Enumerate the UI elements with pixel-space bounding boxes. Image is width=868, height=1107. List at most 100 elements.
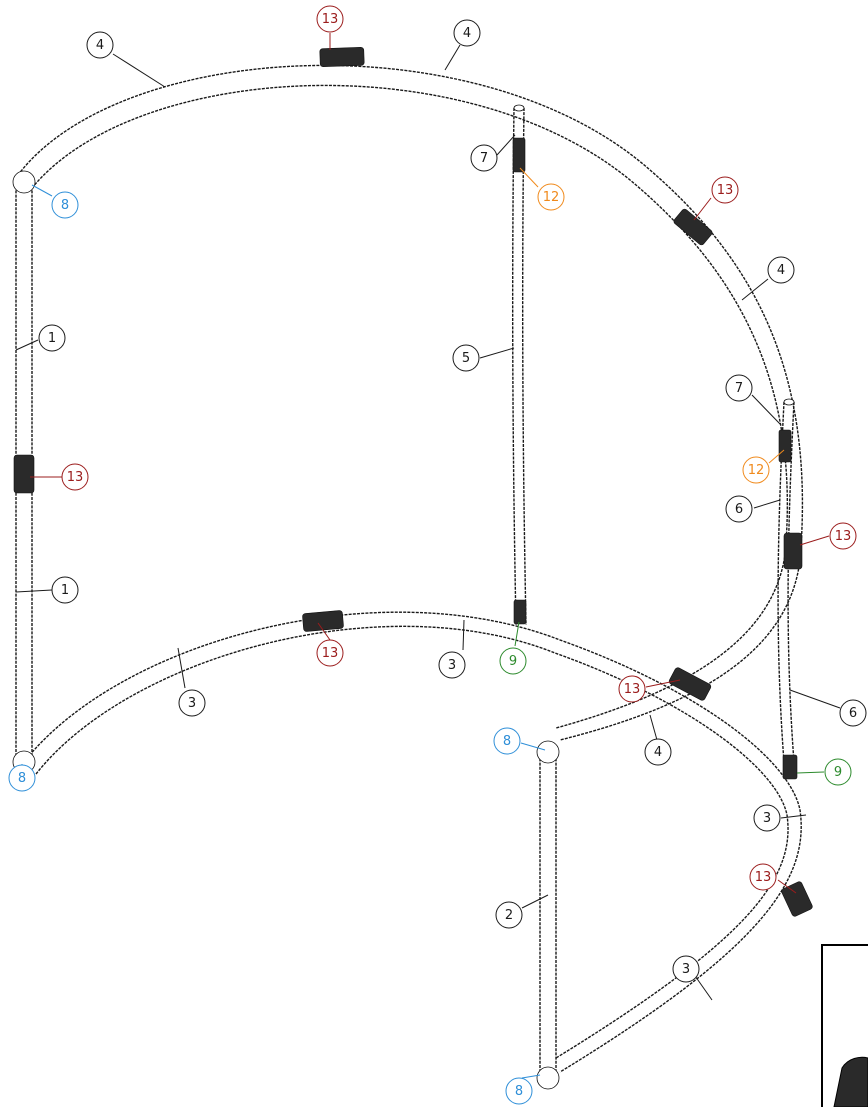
connector-13-left	[13, 454, 35, 494]
connector-13-lower-right	[781, 881, 813, 917]
callout-circle	[8, 764, 36, 792]
callout-label: 13	[322, 12, 339, 27]
callout-label: 13	[322, 646, 339, 661]
callout-balloon-13: 13	[316, 5, 344, 33]
callout-balloon-12: 12	[537, 183, 565, 211]
callout-label: 4	[654, 745, 662, 760]
callout-circle	[178, 689, 206, 717]
callout-balloon-3: 3	[672, 955, 700, 983]
callout-circle	[725, 374, 753, 402]
tube-top-arc	[17, 64, 804, 741]
connector-13-right	[783, 532, 803, 570]
connectors	[12, 47, 813, 1090]
callout-label: 3	[763, 811, 771, 826]
callout-balloon-12: 12	[742, 456, 770, 484]
callout-label: 6	[849, 706, 857, 721]
callout-circle	[749, 863, 777, 891]
joint-8-top-left	[12, 170, 36, 194]
callout-balloon-4: 4	[86, 31, 114, 59]
callout-label: 7	[735, 381, 743, 396]
joint-8-front-bottom	[536, 1066, 560, 1090]
callout-label: 1	[61, 583, 69, 598]
callout-label: 8	[18, 771, 26, 786]
callout-label: 3	[188, 696, 196, 711]
connector-12-right	[778, 429, 792, 463]
callout-balloon-6: 6	[839, 699, 867, 727]
callout-balloon-1: 1	[38, 324, 66, 352]
callout-circle	[725, 495, 753, 523]
callout-balloon-6: 6	[725, 495, 753, 523]
connector-13-upper-right	[673, 208, 713, 246]
callout-label: 12	[748, 463, 765, 478]
callout-circle	[824, 758, 852, 786]
callout-label: 13	[624, 682, 641, 697]
callout-circle	[839, 699, 867, 727]
callout-balloon-9: 9	[824, 758, 852, 786]
callout-circle	[499, 647, 527, 675]
tube-front-post	[539, 750, 557, 1085]
callout-balloon-7: 7	[470, 144, 498, 172]
callout-balloon-8: 8	[493, 727, 521, 755]
callout-circle	[753, 804, 781, 832]
tube-bottom-arc	[23, 611, 802, 1073]
callout-circle	[767, 256, 795, 284]
callout-balloon-4: 4	[644, 738, 672, 766]
callout-label: 8	[61, 198, 69, 213]
callout-balloon-1: 1	[51, 576, 79, 604]
callout-circle	[672, 955, 700, 983]
inset-view	[821, 944, 868, 1107]
callout-label: 9	[834, 765, 842, 780]
callout-label: 13	[755, 870, 772, 885]
callout-circle	[61, 463, 89, 491]
callout-circle	[438, 651, 466, 679]
callout-balloon-2: 2	[495, 901, 523, 929]
tube-center-post	[511, 104, 527, 626]
connector-13-middle-right	[668, 667, 712, 701]
callout-circle	[38, 324, 66, 352]
callout-balloon-8: 8	[51, 191, 79, 219]
callout-circle	[537, 183, 565, 211]
callout-balloon-8: 8	[8, 764, 36, 792]
callout-circle	[618, 675, 646, 703]
callout-label: 2	[505, 908, 513, 923]
callout-label: 4	[463, 26, 471, 41]
callout-balloon-3: 3	[438, 651, 466, 679]
callout-label: 6	[735, 502, 743, 517]
callout-balloon-4: 4	[767, 256, 795, 284]
callout-circle	[495, 901, 523, 929]
connector-9-center	[513, 599, 527, 625]
callout-label: 5	[462, 351, 470, 366]
callout-label: 13	[67, 470, 84, 485]
callout-label: 3	[682, 962, 690, 977]
callout-circle	[86, 31, 114, 59]
callout-balloon-8: 8	[505, 1077, 533, 1105]
callout-circle	[51, 191, 79, 219]
callout-label: 1	[48, 331, 56, 346]
connector-12-center	[512, 137, 526, 173]
connector-13-bottom-center	[302, 610, 344, 632]
callout-circle	[316, 5, 344, 33]
joint-8-front-top	[536, 740, 560, 764]
callout-label: 4	[96, 38, 104, 53]
callout-circle	[711, 176, 739, 204]
callout-balloon-13: 13	[711, 176, 739, 204]
callout-circle	[316, 639, 344, 667]
callout-balloon-13: 13	[618, 675, 646, 703]
callout-label: 4	[777, 263, 785, 278]
callout-circle	[742, 456, 770, 484]
callout-label: 13	[717, 183, 734, 198]
callout-balloon-13: 13	[749, 863, 777, 891]
callout-balloon-4: 4	[453, 19, 481, 47]
callout-balloon-3: 3	[753, 804, 781, 832]
callout-balloon-9: 9	[499, 647, 527, 675]
callout-balloon-3: 3	[178, 689, 206, 717]
callout-label: 3	[448, 658, 456, 673]
callout-label: 13	[835, 529, 852, 544]
callout-circle	[452, 344, 480, 372]
callout-circle	[470, 144, 498, 172]
callout-label: 8	[515, 1084, 523, 1099]
callout-balloon-13: 13	[829, 522, 857, 550]
callout-circle	[644, 738, 672, 766]
